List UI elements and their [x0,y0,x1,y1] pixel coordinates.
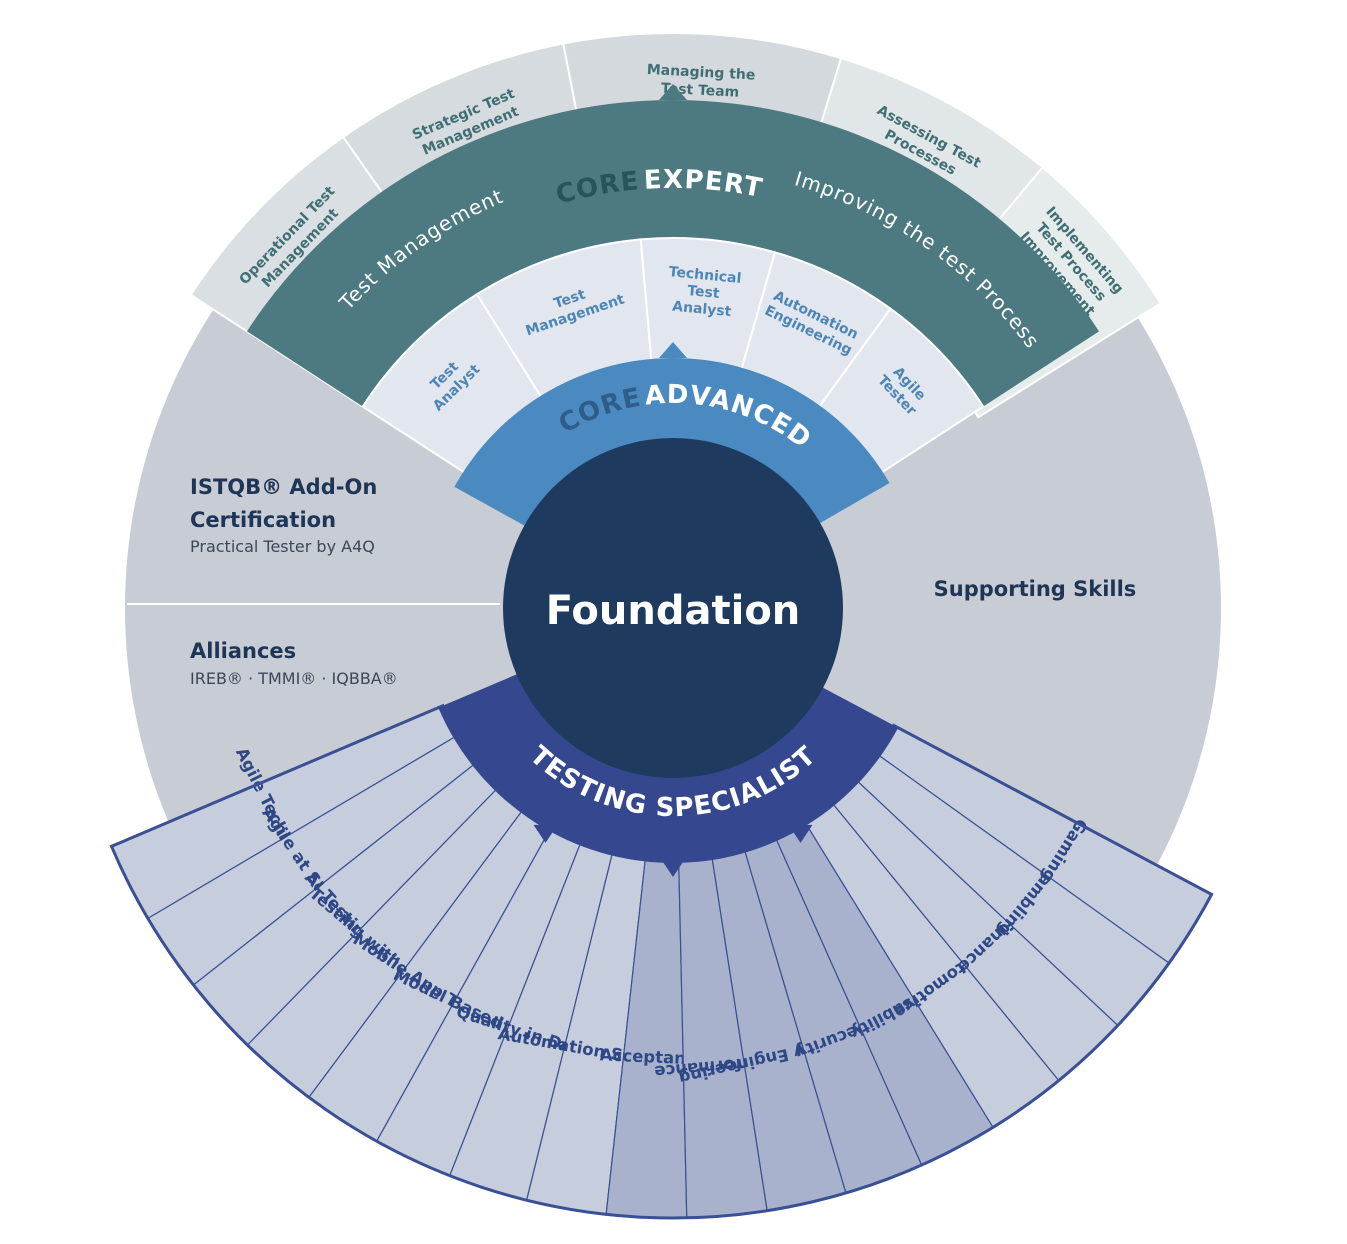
foundation-label: Foundation [546,588,801,634]
foundation-circle [503,438,843,778]
specialist-band-notch [788,824,813,843]
expert-band-arc [246,100,1100,407]
expert-band-notch [659,84,687,100]
alliances-subtitle: IREB® · TMMI® · IQBBA® [190,669,398,688]
supporting-skills-label: Supporting Skills [934,577,1137,601]
specialist-module-label: Acceptance [599,1045,707,1069]
foundation-core: Foundation [503,438,843,778]
addon-subtitle: Practical Tester by A4Q [190,537,375,556]
addon-heading-line1: ISTQB® Add-On [190,475,377,499]
specialist-band-notch [661,859,685,877]
alliances-heading: Alliances [190,639,296,663]
specialist-band-notch [533,824,558,843]
advanced-band-notch [659,342,687,358]
side-panels: ISTQB® Add-On Certification Practical Te… [190,475,1136,688]
advanced-module-label: TechnicalTestAnalyst [665,264,742,321]
core-advanced-modules: TestAnalystTestManagementTechnicalTestAn… [361,237,985,479]
addon-heading-line2: Certification [190,508,336,532]
